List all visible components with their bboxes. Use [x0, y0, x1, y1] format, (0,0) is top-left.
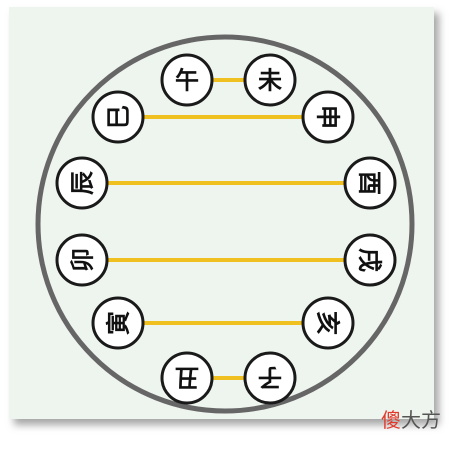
branch-node-1: 午 [160, 53, 214, 107]
branch-circle [301, 90, 355, 144]
branch-label: 巳 [104, 105, 133, 129]
branch-node-4: 酉 [343, 156, 397, 210]
branch-node-11: 辰 [55, 156, 109, 210]
watermark-text: 大方 [401, 408, 441, 432]
branch-node-12: 巳 [91, 90, 145, 144]
branch-label: 亥 [314, 311, 343, 335]
branch-circle [55, 233, 109, 287]
watermark-accent: 傻 [381, 408, 401, 432]
branch-label: 戌 [356, 248, 385, 272]
branch-circle [343, 156, 397, 210]
branch-node-8: 丑 [160, 351, 214, 405]
branch-node-6: 亥 [301, 296, 355, 350]
branch-circle [243, 53, 297, 107]
watermark: 傻大方 [381, 410, 441, 430]
branch-label: 卯 [68, 248, 97, 272]
branch-circle [243, 351, 297, 405]
branch-label: 申 [314, 105, 343, 129]
branch-circle [160, 351, 214, 405]
branch-node-9: 寅 [91, 296, 145, 350]
branch-label: 酉 [356, 171, 385, 195]
panel-background [9, 7, 434, 419]
branch-label: 丑 [175, 364, 199, 393]
branch-label: 寅 [104, 311, 133, 335]
branch-node-10: 卯 [55, 233, 109, 287]
branch-circle [343, 233, 397, 287]
branch-circle [91, 296, 145, 350]
branch-label: 午 [175, 66, 199, 95]
branch-node-5: 戌 [343, 233, 397, 287]
branch-circle [55, 156, 109, 210]
branch-label: 子 [258, 364, 282, 393]
branch-node-3: 申 [301, 90, 355, 144]
branch-node-2: 未 [243, 53, 297, 107]
branch-circle [160, 53, 214, 107]
outer-ring [35, 34, 415, 414]
branch-label: 未 [258, 66, 282, 95]
branch-circle [301, 296, 355, 350]
branch-circle [91, 90, 145, 144]
branch-node-7: 子 [243, 351, 297, 405]
branch-label: 辰 [68, 171, 97, 195]
